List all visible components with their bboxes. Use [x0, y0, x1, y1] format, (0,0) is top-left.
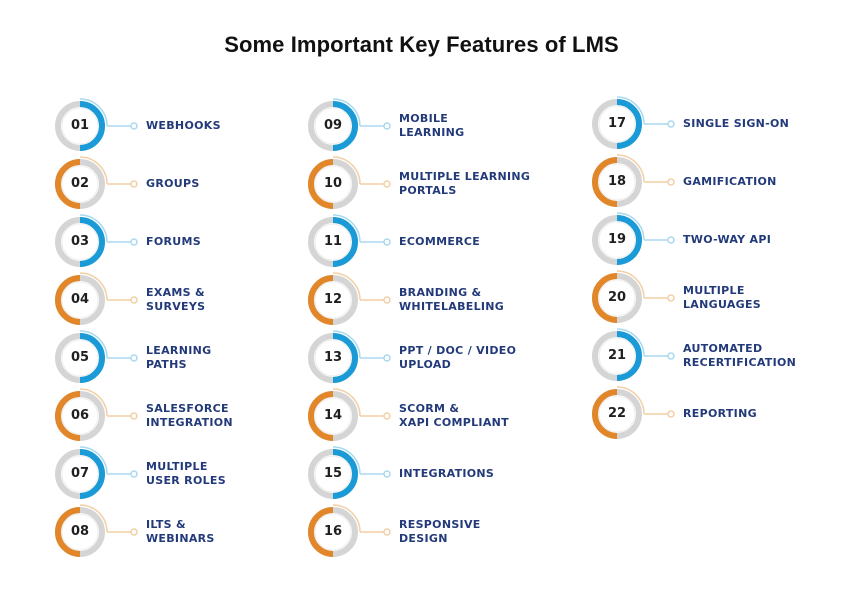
feature-label: REPORTING: [683, 407, 757, 420]
feature-ring-icon: [308, 504, 391, 557]
feature-number: 01: [70, 118, 90, 133]
feature-item: 16 RESPONSIVE DESIGN: [307, 502, 557, 562]
feature-ring-icon: [55, 214, 138, 267]
feature-number: 17: [607, 116, 627, 131]
feature-label: PPT / DOC / VIDEO UPLOAD: [399, 344, 517, 371]
feature-ring-icon: [55, 272, 138, 325]
feature-number: 12: [323, 292, 343, 307]
feature-item: 12 BRANDING & WHITELABELING: [307, 270, 557, 330]
feature-item: 10 MULTIPLE LEARNING PORTALS: [307, 154, 557, 214]
feature-item: 22 REPORTING: [591, 384, 841, 444]
feature-item: 01 WEBHOOKS: [54, 96, 304, 156]
feature-number: 20: [607, 290, 627, 305]
feature-number: 22: [607, 406, 627, 421]
feature-item: 05 LEARNING PATHS: [54, 328, 304, 388]
feature-number: 11: [323, 234, 343, 249]
feature-number: 18: [607, 174, 627, 189]
feature-ring-icon: [308, 330, 391, 383]
feature-number: 15: [323, 466, 343, 481]
feature-ring-icon: [55, 446, 138, 499]
feature-item: 20 MULTIPLE LANGUAGES: [591, 268, 841, 328]
feature-ring-icon: [308, 156, 391, 209]
feature-ring-icon: [592, 154, 675, 207]
feature-ring-icon: [592, 212, 675, 265]
feature-number: 19: [607, 232, 627, 247]
feature-label: MULTIPLE LEARNING PORTALS: [399, 170, 531, 197]
feature-item: 02 GROUPS: [54, 154, 304, 214]
feature-item: 04 EXAMS & SURVEYS: [54, 270, 304, 330]
feature-label: BRANDING & WHITELABELING: [399, 286, 505, 313]
feature-ring-icon: [308, 98, 391, 151]
feature-number: 04: [70, 292, 90, 307]
feature-label: AUTOMATED RECERTIFICATION: [683, 342, 797, 369]
feature-label: RESPONSIVE DESIGN: [399, 518, 481, 545]
feature-ring-icon: [55, 98, 138, 151]
feature-label: MOBILE LEARNING: [399, 112, 465, 139]
feature-item: 18 GAMIFICATION: [591, 152, 841, 212]
feature-ring-icon: [55, 156, 138, 209]
feature-label: SCORM & XAPI COMPLIANT: [399, 402, 509, 429]
feature-number: 13: [323, 350, 343, 365]
feature-item: 17 SINGLE SIGN-ON: [591, 94, 841, 154]
feature-ring-icon: [592, 96, 675, 149]
feature-ring-icon: [592, 386, 675, 439]
feature-item: 13 PPT / DOC / VIDEO UPLOAD: [307, 328, 557, 388]
feature-ring-icon: [55, 330, 138, 383]
feature-number: 02: [70, 176, 90, 191]
feature-label: TWO-WAY API: [683, 233, 772, 246]
feature-label: SINGLE SIGN-ON: [683, 117, 790, 130]
feature-number: 03: [70, 234, 90, 249]
feature-item: 07 MULTIPLE USER ROLES: [54, 444, 304, 504]
feature-label: ILTS & WEBINARS: [146, 518, 215, 545]
feature-number: 21: [607, 348, 627, 363]
feature-item: 19 TWO-WAY API: [591, 210, 841, 270]
feature-ring-icon: [592, 328, 675, 381]
feature-item: 14 SCORM & XAPI COMPLIANT: [307, 386, 557, 446]
feature-label: GAMIFICATION: [683, 175, 777, 188]
feature-number: 07: [70, 466, 90, 481]
feature-ring-icon: [308, 214, 391, 267]
feature-item: 03 FORUMS: [54, 212, 304, 272]
feature-ring-icon: [308, 272, 391, 325]
feature-label: MULTIPLE USER ROLES: [146, 460, 226, 487]
feature-label: FORUMS: [146, 235, 201, 248]
feature-label: INTEGRATIONS: [399, 467, 495, 480]
feature-item: 06 SALESFORCE INTEGRATION: [54, 386, 304, 446]
feature-label: WEBHOOKS: [146, 119, 221, 132]
feature-item: 15 INTEGRATIONS: [307, 444, 557, 504]
feature-ring-icon: [55, 388, 138, 441]
feature-number: 09: [323, 118, 343, 133]
feature-label: EXAMS & SURVEYS: [146, 286, 206, 313]
feature-number: 05: [70, 350, 90, 365]
feature-label: LEARNING PATHS: [146, 344, 212, 371]
feature-item: 21 AUTOMATED RECERTIFICATION: [591, 326, 841, 386]
feature-number: 08: [70, 524, 90, 539]
feature-ring-icon: [308, 446, 391, 499]
feature-item: 09 MOBILE LEARNING: [307, 96, 557, 156]
feature-label: SALESFORCE INTEGRATION: [146, 402, 233, 429]
feature-label: GROUPS: [146, 177, 200, 190]
feature-number: 06: [70, 408, 90, 423]
feature-label: ECOMMERCE: [399, 235, 481, 248]
feature-ring-icon: [592, 270, 675, 323]
feature-label: MULTIPLE LANGUAGES: [683, 284, 762, 311]
feature-item: 11 ECOMMERCE: [307, 212, 557, 272]
feature-ring-icon: [308, 388, 391, 441]
feature-number: 10: [323, 176, 343, 191]
feature-number: 14: [323, 408, 343, 423]
page-title: Some Important Key Features of LMS: [224, 32, 619, 57]
feature-number: 16: [323, 524, 343, 539]
feature-item: 08 ILTS & WEBINARS: [54, 502, 304, 562]
feature-ring-icon: [55, 504, 138, 557]
